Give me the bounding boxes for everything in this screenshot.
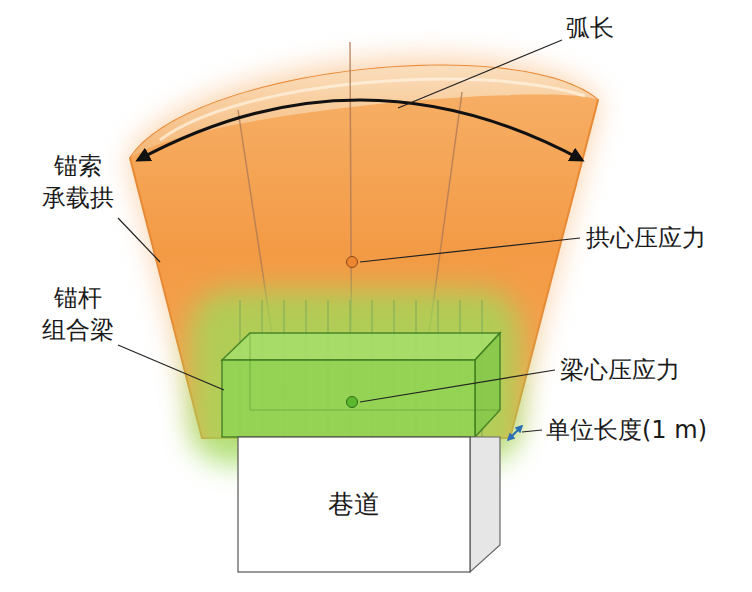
beam-center-dot [347,397,358,408]
arc-length-label: 弧长 [566,12,614,44]
arch-label: 锚索 承载拱 [40,150,117,214]
arch-stress-label: 拱心压应力 [586,222,706,254]
beam-hidden-edge [250,410,500,411]
beam-side [475,333,500,437]
beam-label: 锚杆 组合梁 [40,282,117,346]
beam-top [222,333,500,360]
bolt-composite-beam [222,360,475,437]
beam-stress-label: 梁心压应力 [560,354,680,386]
arch-cap [130,66,598,158]
leader-line [522,430,542,432]
tunnel-box: 巷道 [238,437,470,572]
unit-length-arrow [508,426,522,440]
tunnel-side [470,437,500,572]
node-text: 巷道 [328,487,380,522]
tunnel-front [238,437,470,572]
leader-lines [118,40,580,402]
arc-length-arrow [138,100,582,160]
unit-length-label: 单位长度(1 m) [546,414,707,446]
arch-center-dot [347,257,358,268]
beam-hidden-edge [250,333,251,410]
